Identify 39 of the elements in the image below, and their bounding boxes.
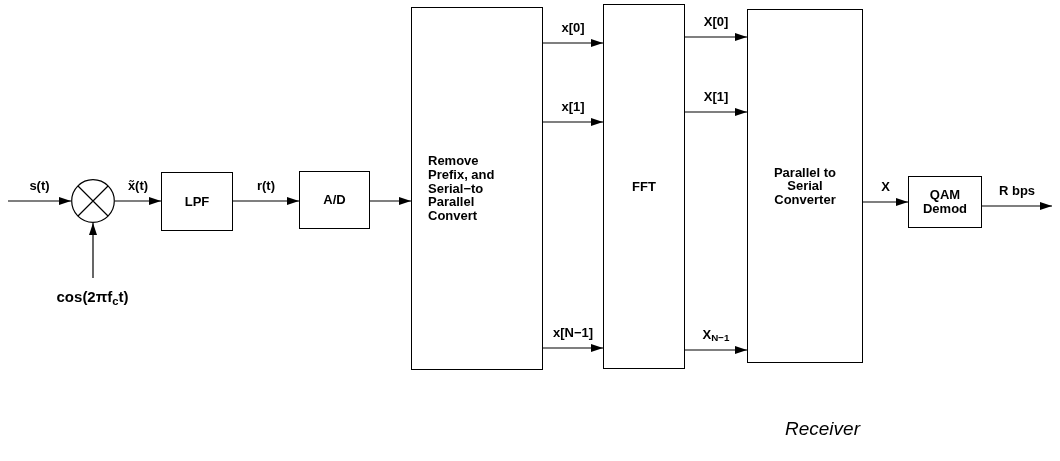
arrow <box>542 344 604 352</box>
signal-label: cos(2πf$_{c}$t) <box>35 282 150 322</box>
block-label: QAM Demod <box>921 188 969 216</box>
arrow <box>542 118 604 126</box>
diagram-label: Receiver <box>785 417 860 441</box>
arrow <box>684 108 748 116</box>
edge-label: R bps <box>997 184 1037 197</box>
edge-label: X[0] <box>702 15 730 28</box>
block-box <box>299 171 370 229</box>
arrow <box>89 222 97 279</box>
block-box <box>411 7 543 370</box>
arrow <box>862 198 909 206</box>
arrow <box>369 197 412 205</box>
multiplier-circle <box>71 179 115 223</box>
arrow <box>542 39 604 47</box>
arrow <box>7 197 72 205</box>
block-label: A/D <box>323 193 346 207</box>
arrow <box>981 202 1053 210</box>
edge-label: x̃(t) <box>126 179 150 192</box>
arrow <box>684 33 748 41</box>
edge-label: x[N−1] <box>551 326 595 339</box>
block-label: Parallel to Serial Converter <box>772 165 838 207</box>
block-box <box>603 4 685 369</box>
block-label: LPF <box>184 194 210 209</box>
edge-label: s(t) <box>28 179 51 192</box>
edge-label: X <box>880 180 891 193</box>
block-label: Remove Prefix, and Serial−to Parallel Convert <box>428 154 496 223</box>
edge-label: x[0] <box>560 21 586 34</box>
arrow <box>232 197 300 205</box>
block-box <box>161 172 233 231</box>
edge-label: r(t) <box>256 179 276 192</box>
edge-label: x[1] <box>560 100 586 113</box>
arrow <box>114 197 162 205</box>
block-box <box>908 176 982 228</box>
edge-label: X$_{N−1}$ <box>701 328 731 341</box>
edge-label: X[1] <box>702 90 730 103</box>
arrow <box>684 346 748 354</box>
block-box <box>747 9 863 363</box>
block-label: FFT <box>632 179 656 194</box>
